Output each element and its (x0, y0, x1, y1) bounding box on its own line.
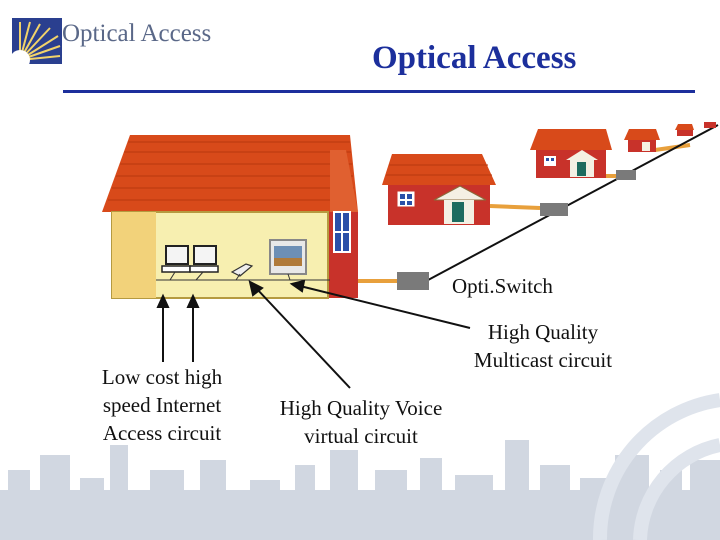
phone-icon (230, 263, 254, 277)
switch-label-text: Opti.Switch (452, 274, 553, 298)
decorative-arcs (592, 393, 720, 540)
house-3 (530, 129, 612, 178)
internet-label: Low cost high speed Internet Access circ… (84, 363, 240, 447)
switch-label: Opti.Switch (452, 272, 553, 300)
title-underline (63, 90, 695, 93)
house-2 (382, 154, 496, 225)
main-house (102, 135, 358, 299)
internet-label-line: Access circuit (102, 421, 222, 445)
page-title: Optical Access (372, 40, 577, 76)
switch-box-2 (540, 203, 568, 216)
computer-icon (165, 245, 189, 265)
connector-arrows (156, 279, 471, 389)
voice-label: High Quality Voice virtual circuit (259, 394, 463, 450)
voice-label-line: virtual circuit (304, 424, 418, 448)
house-6 (704, 122, 716, 128)
house-5 (675, 124, 694, 136)
multicast-label: High Quality Multicast circuit (455, 318, 631, 374)
internet-label-line: Low cost high (101, 365, 223, 389)
house-4 (624, 129, 660, 152)
computer-icon (193, 245, 217, 265)
voice-label-line: High Quality Voice (279, 396, 443, 420)
logo-wordmark: Optical Access (62, 20, 212, 47)
multicast-label-line: Multicast circuit (473, 348, 613, 372)
optiswitch-box (397, 272, 429, 290)
internet-label-line: speed Internet (102, 393, 222, 417)
multicast-label-line: High Quality (487, 320, 599, 344)
switch-box-3 (616, 170, 636, 180)
company-logo (10, 14, 220, 70)
sunburst-logo-icon (10, 18, 62, 70)
